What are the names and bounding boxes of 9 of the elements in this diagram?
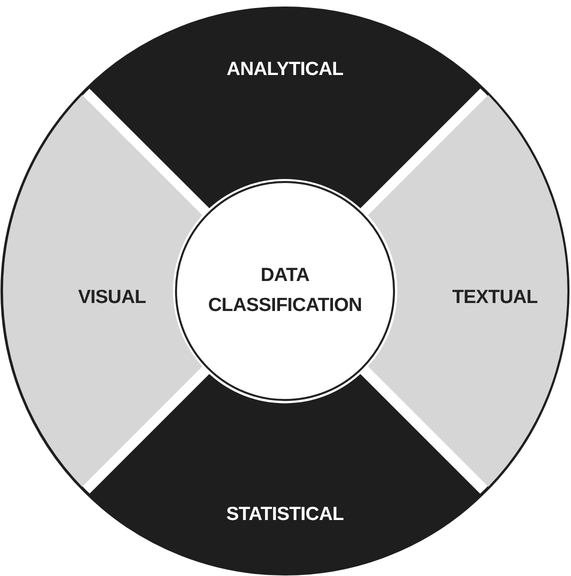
segment-label: TEXTUAL xyxy=(452,286,538,309)
dark-segment xyxy=(89,9,481,208)
light-segment xyxy=(3,95,202,487)
dark-segment xyxy=(89,374,481,573)
segment-label: STATISTICAL xyxy=(226,504,344,526)
segment-label: ANALYTICAL xyxy=(226,59,344,81)
center-label: DATA CLASSIFICATION xyxy=(207,264,363,318)
light-segment xyxy=(368,95,567,487)
segment-label: VISUAL xyxy=(78,286,146,309)
